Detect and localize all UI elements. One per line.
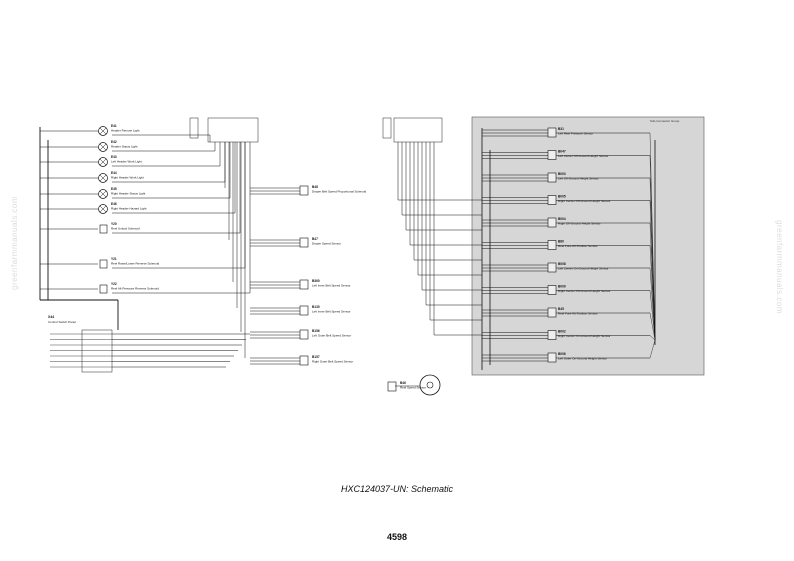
- component-id: E44: [111, 171, 117, 175]
- component-label: Left Reel Pressure Sensor: [558, 132, 593, 136]
- component-id: B047: [558, 150, 566, 154]
- component-id: B156: [312, 329, 320, 333]
- component-id: B009: [558, 285, 566, 289]
- sub-assembly-box: [471, 116, 705, 376]
- sub-assembly-label: Sub-Connector Group: [650, 119, 680, 123]
- component-id: B004: [558, 217, 566, 221]
- left-connector-block: [189, 117, 259, 143]
- component-id: B008: [558, 262, 566, 266]
- component-id: E41: [111, 124, 117, 128]
- component-label: Left Off-Ground Height Sensor: [558, 177, 599, 181]
- component-label: Left Header Work Light: [111, 160, 142, 164]
- component-label: Left Outer On-Ground Height Sensor: [558, 357, 607, 361]
- component-id: B80: [558, 240, 564, 244]
- component-label: Reel Raise/Lower Reverse Solenoid: [111, 262, 160, 266]
- component-id: B360: [312, 279, 320, 283]
- component-label: Left Inner Belt Speed Sensor: [312, 310, 351, 314]
- component-label: Left Inner Belt Speed Sensor: [312, 284, 351, 288]
- wiring: [39, 127, 656, 387]
- component-id: Y20: [111, 222, 117, 226]
- connector-id: X44: [48, 315, 54, 319]
- figure-caption: HXC124037-UN: Schematic: [340, 484, 454, 494]
- component-id: Y21: [111, 257, 117, 261]
- component-label: Draper Speed Sensor: [312, 242, 341, 246]
- component-id: E46: [111, 202, 117, 206]
- component-label: Reel Aft Pressure Reverse Solenoid: [111, 287, 159, 291]
- component-label: Right Outer Belt Speed Sensor: [312, 360, 353, 364]
- component-id: B46: [400, 381, 406, 385]
- component-label: Right Center On-Ground Height Sensor: [558, 334, 611, 338]
- component-label: Right Header Status Light: [111, 192, 146, 196]
- component-label: Right Center Off-Ground Height Sensor: [558, 289, 610, 293]
- component-label: Left Center Off-Ground Height Sensor: [558, 154, 608, 158]
- component-label: Draper Belt Speed Proportional Solenoid: [312, 190, 367, 194]
- component-label: Reader Status Light: [111, 145, 138, 149]
- center-connector-block: [382, 117, 443, 143]
- component-id: B003: [558, 172, 566, 176]
- component-id: B005: [558, 195, 566, 199]
- component-id: B130: [312, 305, 320, 309]
- component-label: Header Remote Light: [111, 129, 140, 133]
- component-label: Right Header Hazard Light: [111, 207, 147, 211]
- connector-label: Control Switch Panel: [48, 320, 76, 324]
- component-label: Right Off-Ground Height Sensor: [558, 222, 601, 226]
- component-label: Left Center On-Ground Height Sensor: [558, 267, 609, 271]
- reel-speed-wheel: [419, 374, 441, 396]
- component-label: Reel Fore-Aft Position Sensor: [558, 312, 598, 316]
- component-label: Reel Speed Sensor: [400, 386, 426, 390]
- component-label: Right Header Work Light: [111, 176, 144, 180]
- component-id: Y22: [111, 282, 117, 286]
- component-id: B47: [312, 237, 318, 241]
- page-number: 4598: [386, 532, 408, 542]
- component-id: B002: [558, 330, 566, 334]
- control-connector: X44 Control Switch Panel: [48, 315, 113, 373]
- component-id: B45: [558, 307, 564, 311]
- component-id: E43: [111, 155, 117, 159]
- component-label: Right Center Off-Ground Height Sensor: [558, 199, 610, 203]
- component-id: B48: [312, 185, 318, 189]
- component-id: B157: [312, 355, 320, 359]
- component-label: Left Outer Belt Speed Sensor: [312, 334, 351, 338]
- component-label: Reel Fore-Aft Position Sensor: [558, 244, 598, 248]
- component-id: B006: [558, 352, 566, 356]
- component-label: Reel Unlock Solenoid: [111, 227, 140, 231]
- component-id: E45: [111, 187, 117, 191]
- component-id: E42: [111, 140, 117, 144]
- component-id: B31: [558, 127, 564, 131]
